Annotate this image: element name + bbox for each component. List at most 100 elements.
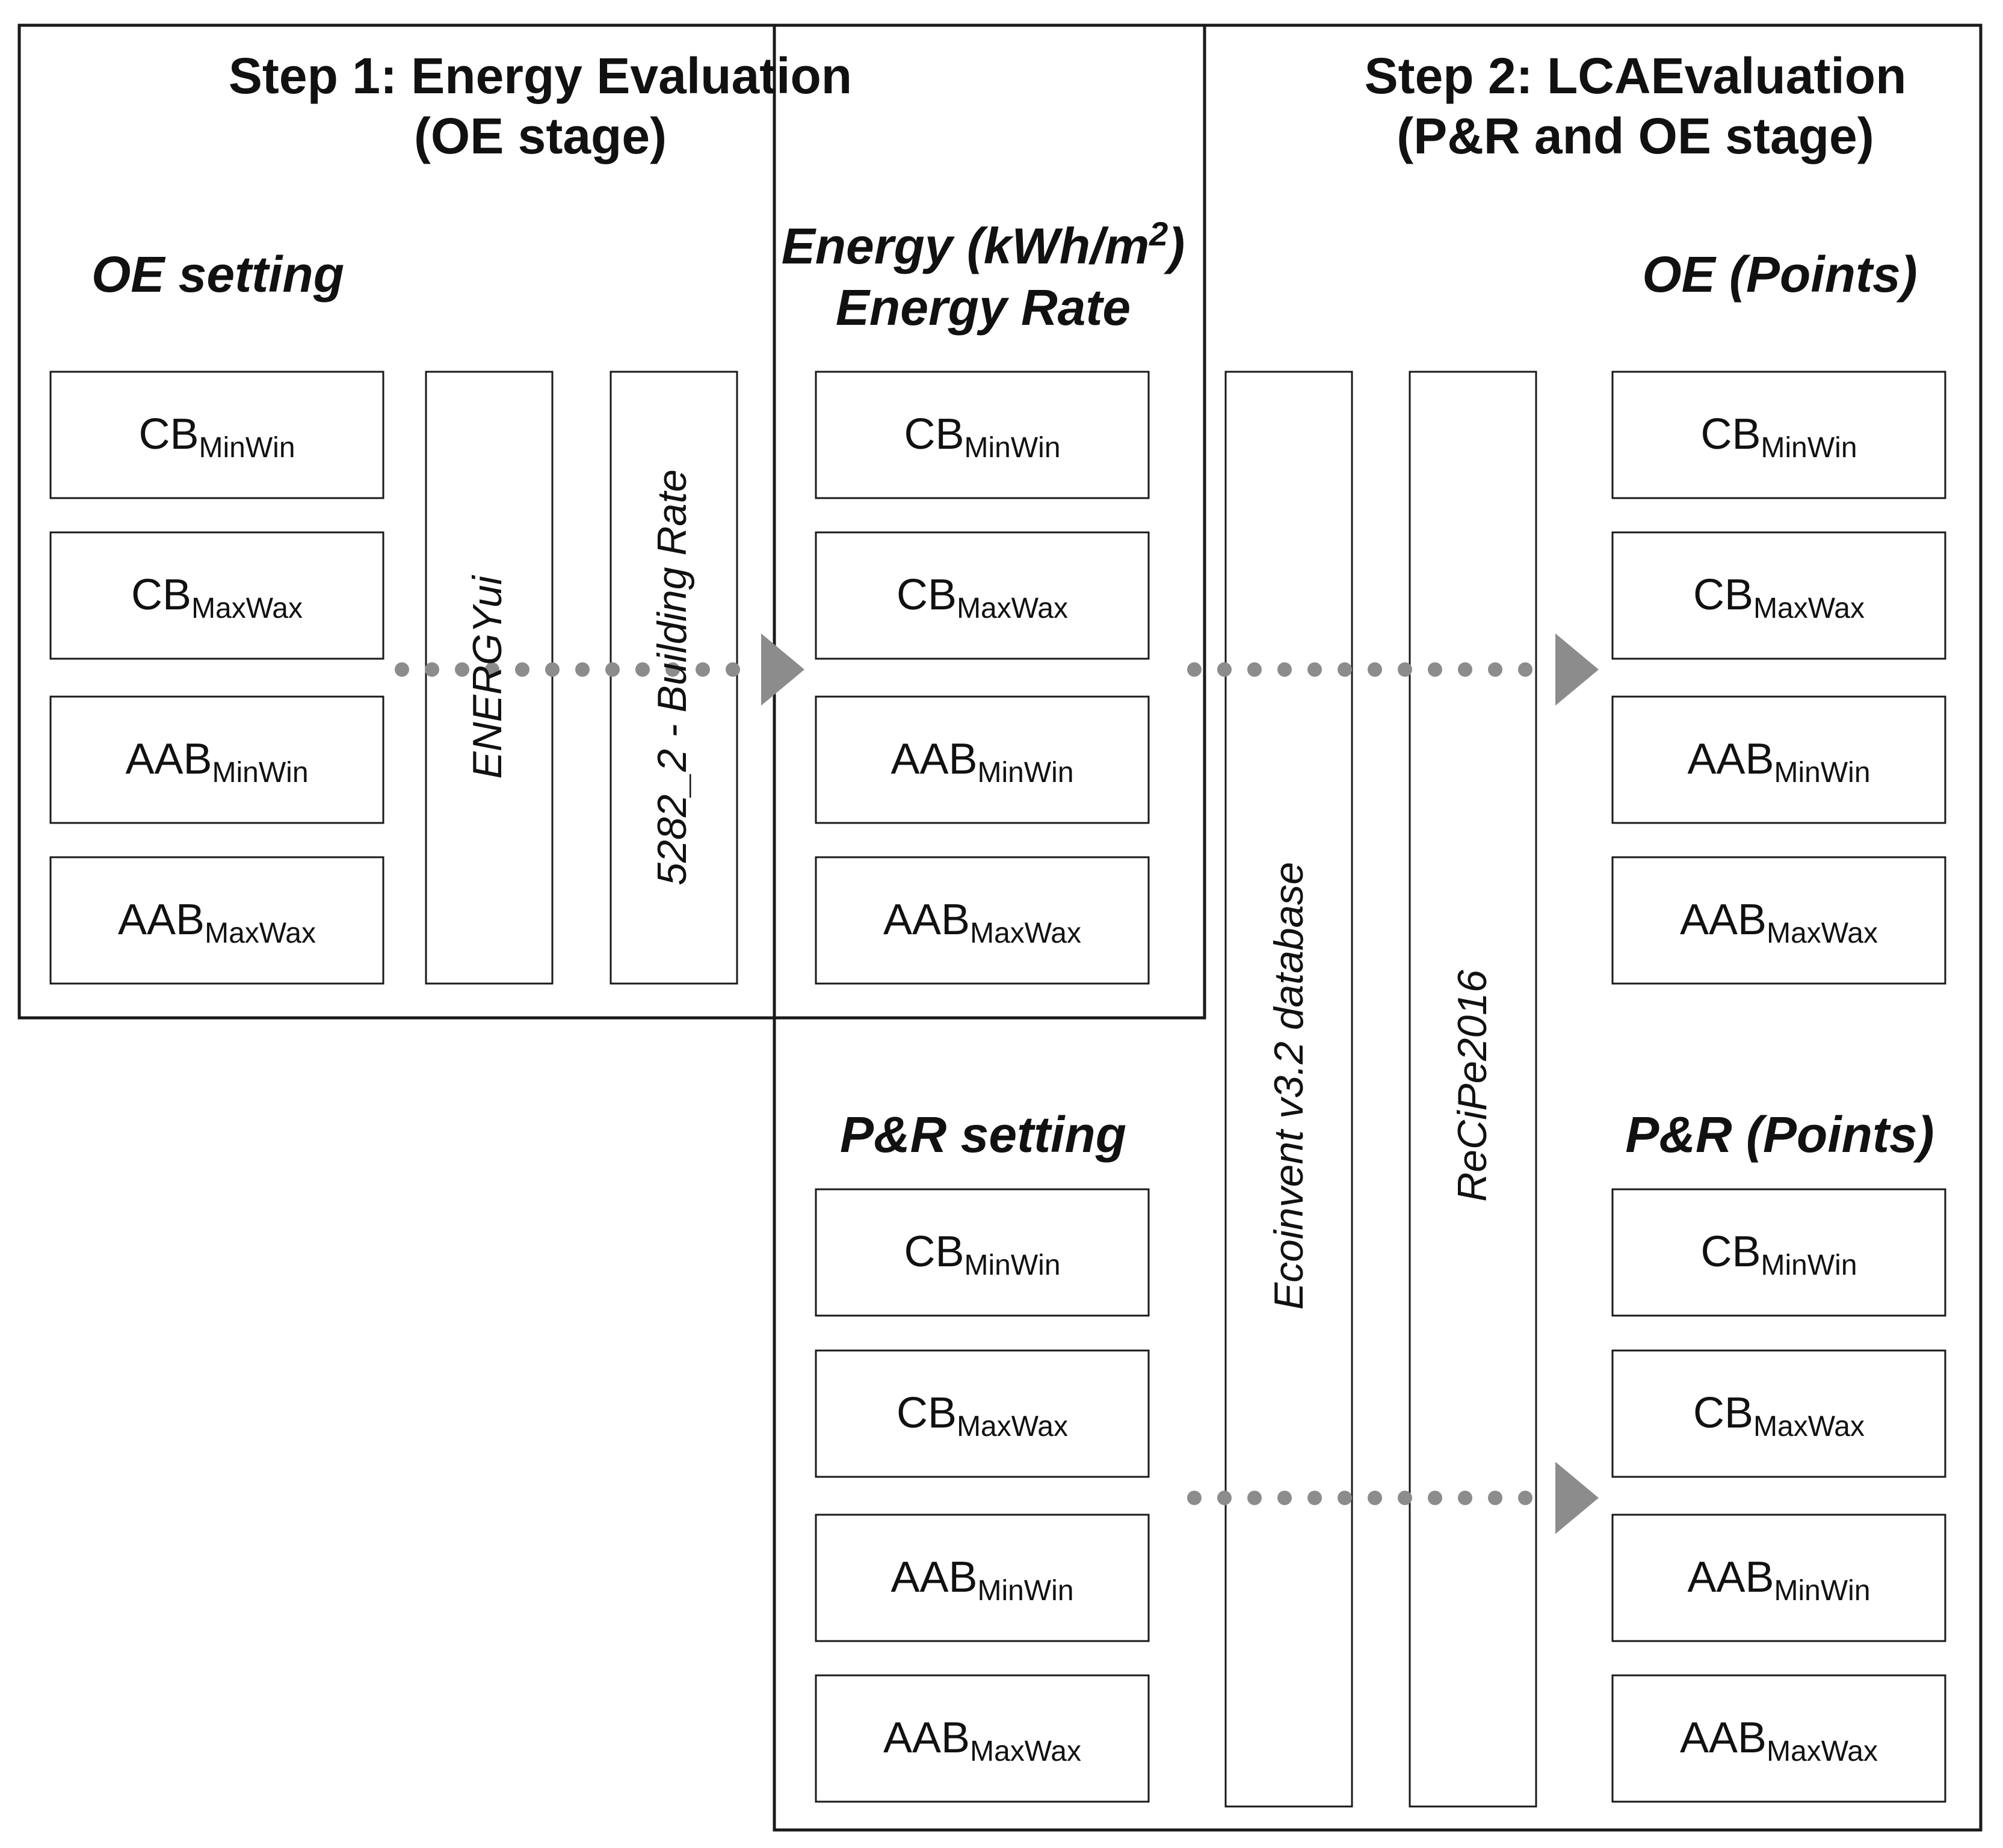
item-label: CBMaxWax: [1693, 1389, 1865, 1443]
energyui-label: ENERGYui: [464, 574, 510, 778]
arrow-dot: [1247, 662, 1262, 677]
arrow-dot: [575, 662, 590, 677]
item-label: AABMinWin: [890, 1553, 1073, 1607]
item-box: [1611, 1188, 1946, 1317]
item-label: AABMinWin: [1687, 1553, 1870, 1607]
arrowhead-icon: [1555, 1462, 1599, 1534]
arrow-dot: [1307, 1491, 1322, 1505]
item-box: [815, 371, 1150, 499]
arrow-dot: [1488, 662, 1502, 677]
recipe-box: [1409, 371, 1537, 1808]
arrowhead-icon: [761, 633, 804, 706]
item-label: AABMaxWax: [118, 896, 316, 949]
arrow-dot: [1307, 662, 1322, 677]
arrow-dot: [726, 662, 740, 677]
arrow-dot: [1518, 1491, 1532, 1505]
item-box: [49, 531, 384, 660]
arrow-dot: [1338, 1491, 1352, 1505]
item-box: [815, 1674, 1150, 1803]
step2-title-line2: (P&R and OE stage): [1397, 108, 1874, 164]
arrow-dot: [1368, 1491, 1382, 1505]
item-label: CBMinWin: [904, 1228, 1060, 1281]
arrow-dot: [1458, 1491, 1472, 1505]
arrow-dot: [1518, 662, 1532, 677]
arrow-dot: [485, 662, 499, 677]
item-box: [1611, 531, 1946, 660]
item-label: CBMaxWax: [1693, 571, 1865, 624]
arrow-dot: [395, 662, 409, 677]
arrow-dot: [1428, 662, 1442, 677]
arrow-dot: [1217, 662, 1232, 677]
item-label: AABMinWin: [125, 735, 308, 789]
arrow-dot: [425, 662, 439, 677]
item-label: CBMinWin: [1700, 410, 1857, 464]
item-label: CBMinWin: [1700, 1228, 1857, 1281]
arrow-dot: [635, 662, 650, 677]
item-label: AABMaxWax: [1680, 1714, 1878, 1767]
oe-setting-header: OE setting: [91, 246, 344, 303]
ecoinvent-label: Ecoinvent v3.2 database: [1266, 862, 1312, 1310]
arrow-dot: [515, 662, 529, 677]
recipe-label: ReCiPe2016: [1449, 970, 1495, 1202]
arrow-dot: [1217, 1491, 1232, 1505]
item-box: [815, 856, 1150, 985]
item-label: CBMaxWax: [131, 571, 303, 624]
item-box: [815, 1349, 1150, 1478]
item-label: CBMaxWax: [897, 1389, 1068, 1443]
oe-points-header: OE (Points): [1642, 246, 1917, 303]
item-label: AABMinWin: [890, 735, 1073, 789]
arrow-dot: [455, 662, 469, 677]
item-box: [1611, 1349, 1946, 1478]
step2-title-line1: Step 2: LCAEvaluation: [1365, 48, 1907, 104]
item-label: CBMinWin: [904, 410, 1060, 464]
item-box: [1611, 856, 1946, 985]
arrow-dot: [1247, 1491, 1262, 1505]
energy-header-line1: Energy (kWh/m2): [782, 215, 1185, 274]
item-box: [815, 531, 1150, 660]
pr-points-header: P&R (Points): [1625, 1106, 1934, 1163]
arrow-dot: [1338, 662, 1352, 677]
item-box: [49, 856, 384, 985]
arrow-dot: [1277, 1491, 1292, 1505]
item-label: CBMinWin: [138, 410, 295, 464]
arrow-dot: [545, 662, 560, 677]
item-box: [1611, 1674, 1946, 1803]
step1-frame: [17, 23, 1206, 1020]
energyui-box: [425, 371, 554, 985]
arrow-dot: [1187, 1491, 1202, 1505]
arrow-dot: [1458, 662, 1472, 677]
step1-title-line1: Step 1: Energy Evaluation: [229, 48, 852, 104]
step1-title-line2: (OE stage): [414, 108, 667, 164]
item-box: [49, 695, 384, 824]
item-label: AABMaxWax: [883, 1714, 1081, 1767]
building-rate-box: [610, 371, 738, 985]
arrowhead-icon: [1555, 633, 1599, 706]
item-box: [815, 1514, 1150, 1642]
ecoinvent-box: [1224, 371, 1353, 1808]
item-box: [1611, 695, 1946, 824]
item-box: [49, 371, 384, 499]
item-label: AABMinWin: [1687, 735, 1870, 789]
item-box: [815, 695, 1150, 824]
arrow-dot: [1368, 662, 1382, 677]
item-box: [1611, 371, 1946, 499]
arrow-dot: [1488, 1491, 1502, 1505]
item-box: [1611, 1514, 1946, 1642]
item-box: [815, 1188, 1150, 1317]
arrow-dot: [1398, 662, 1412, 677]
flow-arrows: [395, 633, 1599, 1534]
item-label: AABMaxWax: [1680, 896, 1878, 949]
arrow-dot: [1277, 662, 1292, 677]
energy-rate-header: Energy Rate: [836, 279, 1131, 336]
arrow-dot: [1398, 1491, 1412, 1505]
arrow-dot: [696, 662, 710, 677]
pr-setting-header: P&R setting: [840, 1106, 1126, 1163]
building-rate-label: 5282_2 - Building Rate: [649, 469, 695, 886]
item-label: AABMaxWax: [883, 896, 1081, 949]
